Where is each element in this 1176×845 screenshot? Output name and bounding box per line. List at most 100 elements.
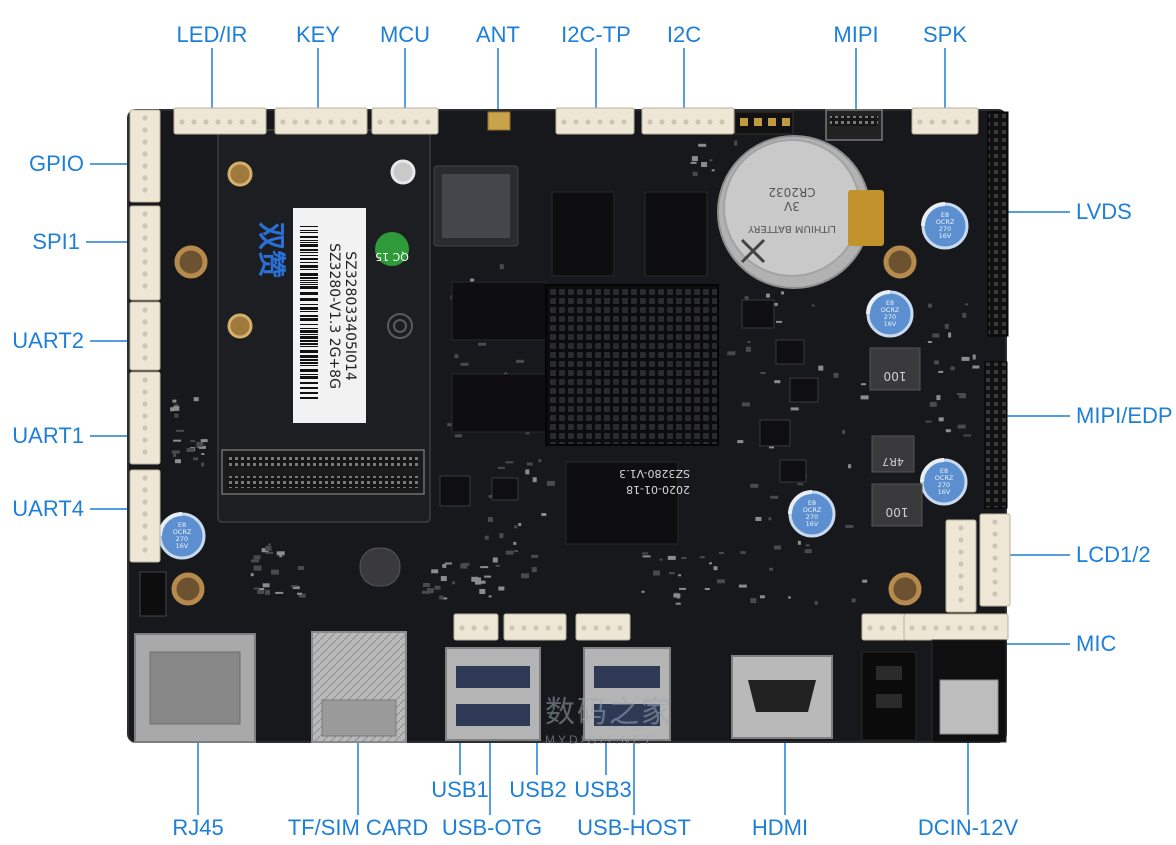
barcode bbox=[300, 226, 318, 399]
label-ant: ANT bbox=[476, 22, 520, 47]
label-key: KEY bbox=[295, 22, 341, 47]
mount-hole bbox=[171, 572, 205, 606]
capacitor-marking: 270 bbox=[176, 535, 188, 543]
module-serial: SZ328033405I014 bbox=[342, 251, 358, 381]
jst-connector bbox=[274, 107, 368, 135]
label-usb-host: USB-HOST bbox=[577, 815, 691, 840]
edp-header bbox=[984, 361, 1008, 509]
lvds-header bbox=[987, 111, 1009, 337]
inductor-marking: 100 bbox=[884, 369, 907, 383]
capacitor-marking: 270 bbox=[884, 313, 896, 321]
inductor-marking: 100 bbox=[886, 505, 909, 519]
capacitor-marking: 16V bbox=[806, 520, 819, 528]
label-usb1: USB1 bbox=[431, 777, 489, 802]
label-uart2: UART2 bbox=[12, 328, 84, 353]
label-lvds: LVDS bbox=[1076, 199, 1132, 224]
jst-connector bbox=[129, 469, 161, 563]
label-spk: SPK bbox=[922, 22, 968, 47]
mount-hole bbox=[174, 245, 208, 279]
battery-text: LITHIUM BATTERY bbox=[747, 223, 836, 234]
label-gpio: GPIO bbox=[28, 151, 84, 176]
jst-connector bbox=[903, 613, 1009, 641]
antenna-connector bbox=[487, 111, 511, 131]
watermark-en: MYDIGIT.NET bbox=[545, 733, 655, 747]
jst-connector bbox=[453, 613, 499, 641]
battery-voltage: 3V bbox=[783, 199, 800, 213]
jst-connectors bbox=[129, 107, 1011, 641]
label-usb2: USB2 bbox=[509, 777, 567, 802]
inductor-marking: 4R7 bbox=[882, 455, 904, 468]
jst-connector bbox=[555, 107, 635, 135]
ddr-chip bbox=[551, 191, 615, 277]
capacitor-marking: E8 bbox=[940, 467, 948, 475]
inductor bbox=[869, 347, 921, 391]
capacitor-marking: OCRZ bbox=[173, 528, 192, 536]
mount-hole bbox=[390, 159, 416, 185]
capacitor-marking: OCRZ bbox=[803, 506, 822, 514]
jst-connector bbox=[641, 107, 735, 135]
pmic-chip bbox=[565, 461, 679, 545]
module-ring bbox=[387, 313, 413, 339]
qc-text: QC 15 bbox=[375, 250, 409, 263]
label-hdmi: HDMI bbox=[751, 815, 809, 840]
label-mic: MIC bbox=[1076, 631, 1117, 656]
label-i2c: I2C bbox=[666, 22, 702, 47]
label-uart4: UART4 bbox=[12, 496, 84, 521]
pin-header bbox=[139, 571, 167, 617]
jst-connector bbox=[503, 613, 567, 641]
qc-sticker bbox=[375, 232, 409, 266]
label-dcin: DCIN-12V bbox=[917, 815, 1019, 840]
label-lcd: LCD1/2 bbox=[1076, 542, 1151, 567]
capacitor-marking: 16V bbox=[884, 320, 897, 328]
capacitor-marking: 270 bbox=[939, 225, 951, 233]
jst-connector bbox=[129, 371, 161, 465]
capacitor-marking: E8 bbox=[808, 499, 816, 507]
capacitor-marking: 16V bbox=[176, 542, 189, 550]
ddr-chip bbox=[644, 191, 708, 277]
capacitor-marking: E8 bbox=[886, 299, 894, 307]
capacitor-marking: 270 bbox=[806, 513, 818, 521]
capacitor-marking: 16V bbox=[939, 232, 952, 240]
jst-connector bbox=[979, 513, 1011, 607]
label-mcu: MCU bbox=[379, 22, 431, 47]
battery-clip bbox=[848, 190, 884, 246]
label-spi1: SPI1 bbox=[32, 229, 80, 254]
silkscreen: SZ3280-V1.3 2020-01-18 CR2032 3V LITHIUM… bbox=[619, 185, 908, 519]
capacitor-marking: OCRZ bbox=[935, 474, 954, 482]
jst-connector bbox=[575, 613, 631, 641]
label-led-ir: LED/IR bbox=[176, 22, 248, 47]
label-rj45: RJ45 bbox=[172, 815, 224, 840]
capacitor-marking: OCRZ bbox=[881, 306, 900, 314]
module-brand: 双赞 bbox=[255, 222, 288, 278]
label-mipi-edp: MIPI/EDP bbox=[1076, 403, 1173, 428]
mount-hole bbox=[227, 161, 253, 187]
usb-port-otg bbox=[445, 647, 541, 741]
emmc-chip bbox=[451, 373, 547, 433]
jst-connector bbox=[129, 205, 161, 301]
capacitor-marking: 270 bbox=[938, 481, 950, 489]
watermark-cn: 数码之家 bbox=[545, 696, 673, 729]
heatsink bbox=[545, 284, 719, 446]
mount-hole bbox=[227, 313, 253, 339]
label-i2c-tp: I2C-TP bbox=[561, 22, 631, 47]
jst-connector bbox=[945, 519, 977, 613]
emmc-chip bbox=[451, 281, 547, 341]
capacitor-marking: 16V bbox=[938, 488, 951, 496]
battery-model: CR2032 bbox=[768, 185, 815, 199]
capacitor-marking: E8 bbox=[178, 521, 186, 529]
label-usb3: USB3 bbox=[574, 777, 632, 802]
module-text: 双赞 SZ3280-V1.3 2G+8G SZ328033405I014 QC … bbox=[255, 222, 409, 389]
pin-header bbox=[734, 111, 794, 135]
jst-connector bbox=[129, 301, 161, 371]
jst-connector bbox=[911, 107, 979, 135]
electrolytic-capacitors: E8OCRZ27016VE8OCRZ27016VE8OCRZ27016VE8OC… bbox=[158, 202, 969, 560]
label-uart1: UART1 bbox=[12, 423, 84, 448]
silk-board-version: SZ3280-V1.3 bbox=[619, 467, 690, 480]
silk-date: 2020-01-18 bbox=[626, 483, 690, 496]
capacitor-marking: OCRZ bbox=[936, 218, 955, 226]
